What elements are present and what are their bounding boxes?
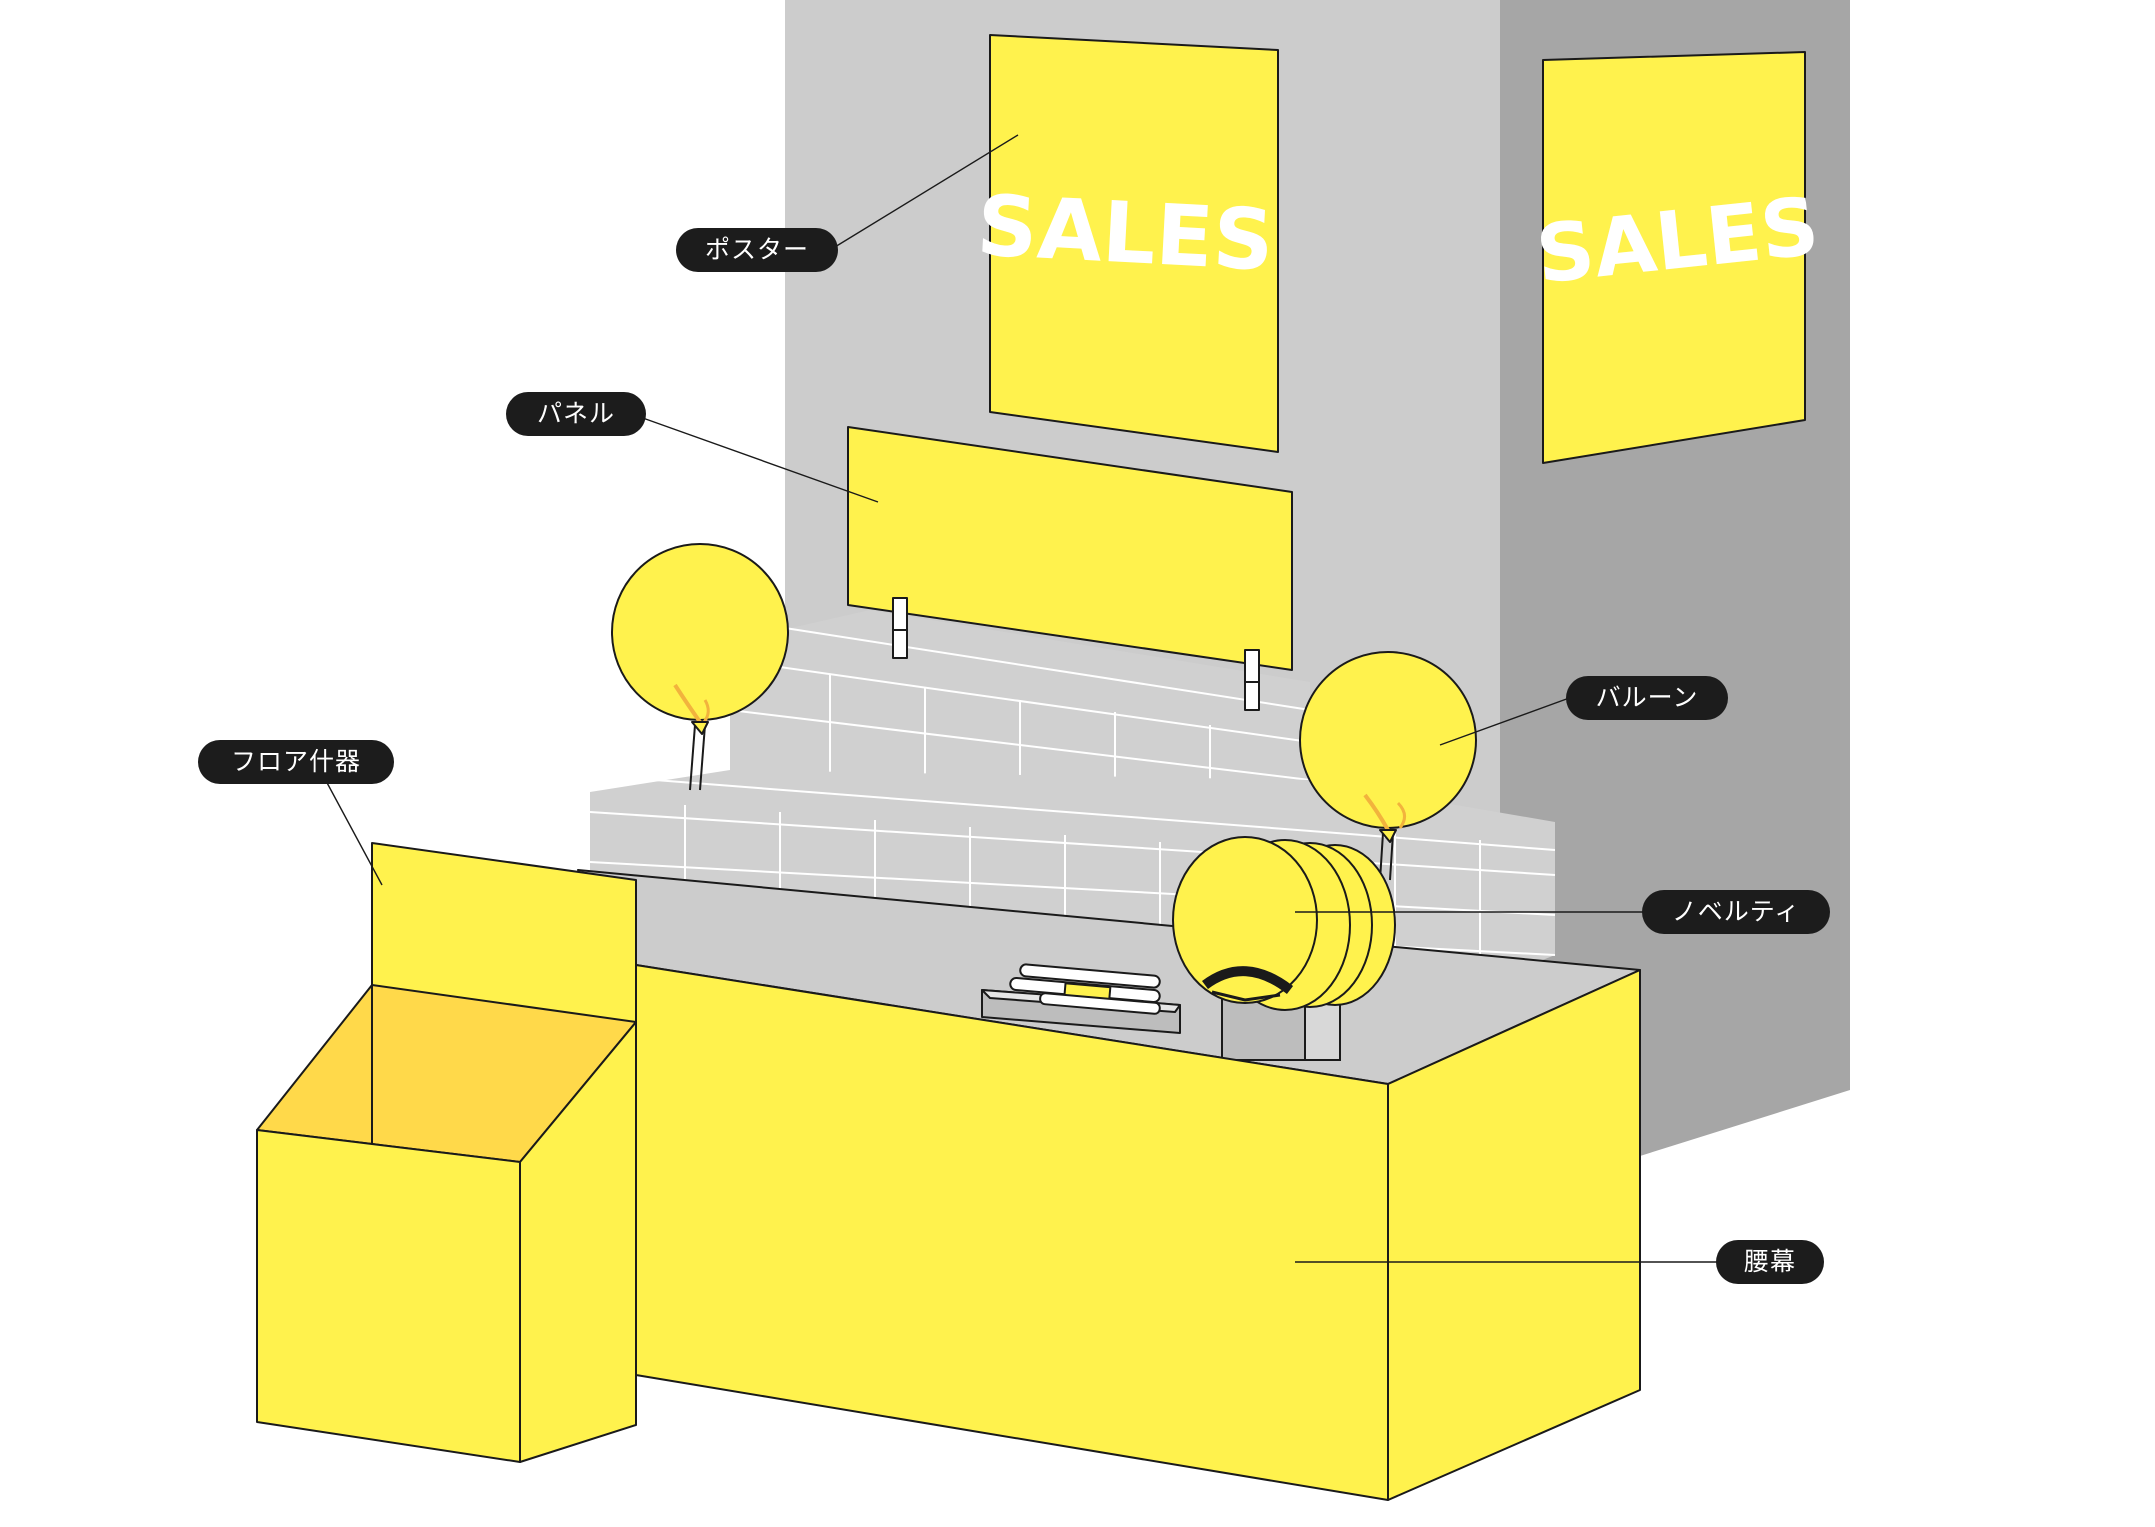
label-novelty: ノベルティ (1642, 890, 1830, 934)
label-poster: ポスター (676, 228, 838, 272)
label-balloon: バルーン (1566, 676, 1728, 720)
floor-fixture (256, 842, 637, 1463)
label-waist-banner: 腰幕 (1716, 1240, 1824, 1284)
label-floor-fixture: フロア什器 (198, 740, 394, 784)
waist-banner (635, 964, 1641, 1501)
panel (847, 426, 1293, 711)
novelty-pens (981, 963, 1181, 1034)
label-panel: パネル (506, 392, 646, 436)
side-poster: SALES (1532, 51, 1823, 464)
front-poster: SALES (975, 34, 1279, 453)
leader-lines (317, 134, 1718, 1263)
balloon-left (611, 543, 789, 791)
front-poster-text: SALES (975, 176, 1277, 289)
novelty-fans (1172, 836, 1396, 1061)
